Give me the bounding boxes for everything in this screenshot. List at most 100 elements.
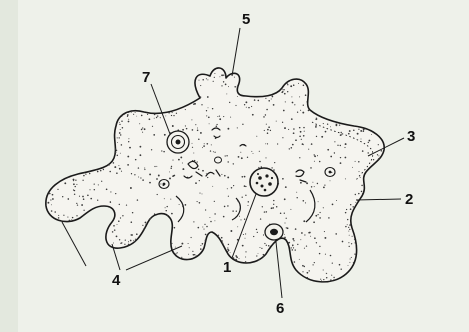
stipple-dot (288, 129, 289, 130)
stipple-dot (214, 201, 215, 202)
stipple-dot (263, 254, 265, 256)
stipple-dot (294, 261, 296, 263)
stipple-dot (206, 143, 208, 145)
stipple-dot (221, 174, 222, 175)
stipple-dot (54, 211, 56, 213)
stipple-dot (150, 218, 151, 219)
stipple-dot (191, 119, 192, 120)
stipple-dot (316, 136, 317, 137)
stipple-dot (347, 219, 348, 220)
stipple-dot (139, 123, 140, 124)
stipple-dot (299, 259, 300, 260)
stipple-dot (284, 222, 285, 223)
stipple-dot (210, 221, 212, 223)
stipple-dot (174, 227, 176, 229)
stipple-dot (198, 169, 200, 171)
stipple-dot (149, 182, 151, 184)
stipple-dot (315, 215, 317, 217)
stipple-dot (120, 153, 121, 154)
stipple-dot (89, 171, 90, 172)
stipple-dot (378, 144, 379, 145)
stipple-dot (227, 176, 229, 178)
stipple-dot (252, 114, 254, 116)
stipple-dot (212, 108, 213, 109)
stipple-dot (113, 243, 114, 244)
stipple-dot (192, 147, 193, 148)
stipple-dot (230, 117, 231, 118)
stipple-dot (301, 232, 303, 234)
stipple-dot (197, 130, 199, 132)
stipple-dot (207, 96, 209, 98)
stipple-dot (176, 113, 177, 114)
stipple-dot (323, 123, 324, 124)
stipple-dot (63, 215, 64, 216)
stipple-dot (313, 221, 315, 223)
stipple-dot (334, 152, 335, 153)
stipple-dot (315, 126, 317, 128)
stipple-dot (266, 211, 268, 213)
stipple-dot (110, 191, 111, 192)
stipple-dot (381, 150, 383, 152)
stipple-dot (103, 169, 104, 170)
stipple-dot (327, 124, 328, 125)
stipple-dot (320, 279, 321, 280)
stipple-dot (195, 124, 196, 125)
stipple-dot (219, 118, 221, 120)
stipple-dot (230, 252, 231, 253)
stipple-dot (292, 238, 294, 240)
stipple-dot (94, 189, 95, 190)
stipple-dot (172, 112, 173, 113)
stipple-dot (167, 215, 168, 216)
stipple-dot (145, 227, 146, 228)
stipple-dot (270, 130, 271, 131)
stipple-dot (119, 132, 121, 134)
label-3-endoplasm: 3 (407, 128, 415, 145)
stipple-dot (108, 164, 109, 165)
stipple-dot (236, 211, 237, 212)
stipple-dot (314, 262, 315, 263)
stipple-dot (165, 115, 166, 116)
stipple-dot (141, 115, 143, 117)
stipple-dot (214, 213, 215, 214)
stipple-dot (127, 164, 129, 166)
stipple-dot (264, 243, 265, 244)
stipple-dot (142, 225, 143, 226)
stipple-dot (117, 142, 118, 143)
stipple-dot (62, 196, 63, 197)
stipple-dot (303, 200, 305, 202)
stipple-dot (319, 217, 321, 219)
stipple-dot (202, 170, 204, 172)
stipple-dot (223, 81, 224, 82)
stipple-dot (125, 239, 126, 240)
stipple-dot (219, 115, 220, 116)
stipple-dot (284, 213, 285, 214)
stipple-dot (192, 251, 193, 252)
stipple-dot (165, 207, 166, 208)
stipple-dot (49, 192, 50, 193)
stipple-dot (202, 193, 203, 194)
stipple-dot (97, 200, 98, 201)
stipple-dot (292, 144, 294, 146)
stipple-dot (299, 136, 301, 138)
stipple-dot (126, 205, 127, 206)
stipple-dot (106, 188, 108, 190)
stipple-dot (202, 147, 203, 148)
label-1-nucleus: 1 (223, 259, 231, 276)
stipple-dot (191, 237, 192, 238)
stipple-dot (361, 139, 362, 140)
stipple-dot (161, 150, 162, 151)
stipple-dot (273, 104, 275, 106)
stipple-dot (134, 174, 135, 175)
stipple-dot (67, 198, 69, 200)
stipple-dot (360, 177, 361, 178)
stipple-dot (176, 253, 177, 254)
stipple-dot (223, 75, 224, 76)
stipple-dot (287, 91, 288, 92)
stipple-dot (311, 186, 312, 187)
stipple-dot (325, 254, 326, 255)
stipple-dot (273, 200, 274, 201)
stipple-dot (288, 242, 290, 244)
stipple-dot (352, 167, 353, 168)
stipple-dot (112, 231, 114, 233)
stipple-dot (330, 156, 332, 158)
